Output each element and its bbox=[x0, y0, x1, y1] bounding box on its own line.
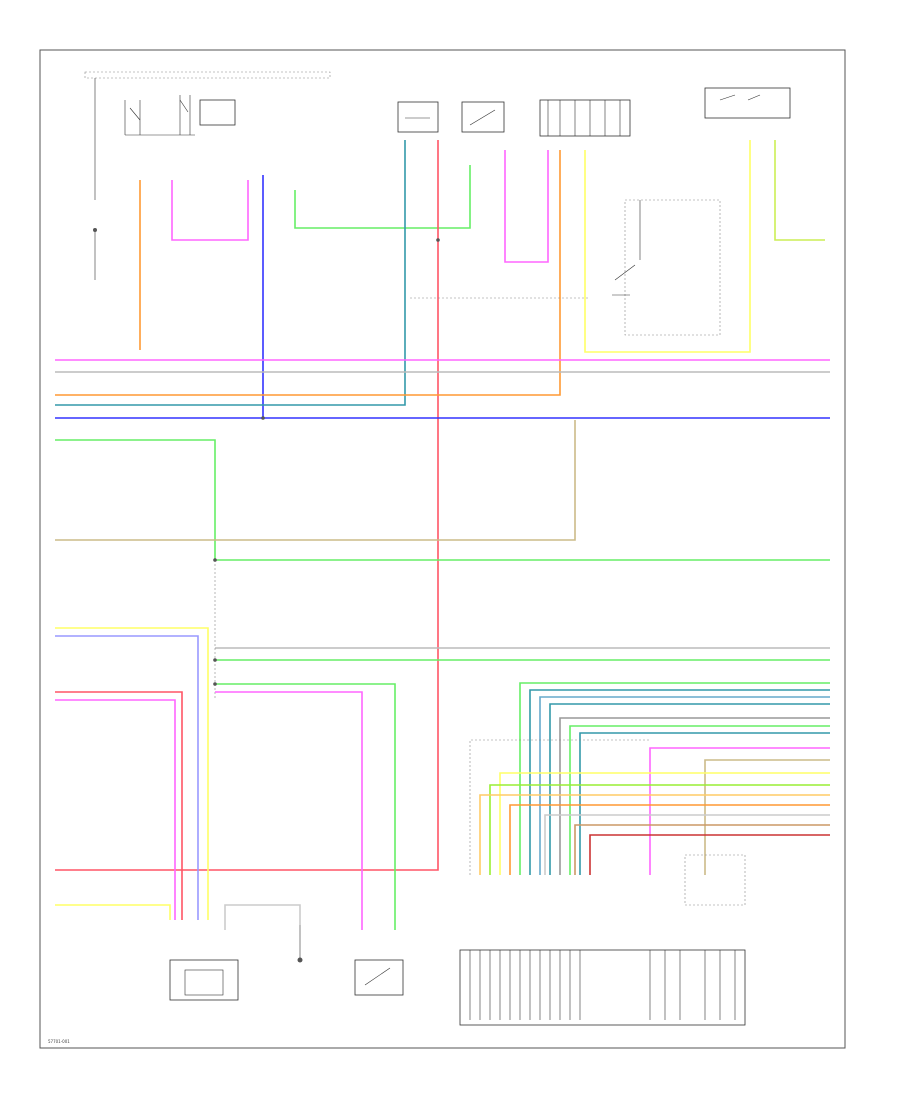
wire-green-right bbox=[215, 683, 396, 930]
wire-orange-bank bbox=[55, 150, 561, 396]
wire-pink-relay bbox=[504, 150, 549, 263]
diagram-frame bbox=[39, 49, 846, 1049]
wire-yellowgreen-right bbox=[774, 140, 825, 241]
wire-yellow-bottom bbox=[55, 904, 171, 920]
sensor-ground bbox=[612, 200, 641, 296]
wire-pink-low bbox=[55, 699, 176, 920]
wire-teal-relay bbox=[55, 140, 406, 406]
bottom-main-connector bbox=[459, 949, 746, 1026]
footer-code: 57701-001 bbox=[48, 1039, 70, 1044]
bottom-left-sensor bbox=[169, 959, 239, 1001]
junction-dots bbox=[213, 238, 440, 686]
wire-yellow-low bbox=[55, 627, 209, 920]
wire-gray-bottom bbox=[224, 904, 301, 930]
brake-switch-contact bbox=[364, 967, 391, 986]
wire-red-low bbox=[55, 691, 183, 920]
wire-red-main bbox=[55, 140, 439, 871]
wire-blue-low bbox=[55, 635, 199, 920]
wire-yellow-bank bbox=[584, 140, 751, 353]
bottom-note-box bbox=[684, 854, 746, 906]
sensor-dashed-box bbox=[624, 199, 721, 336]
right-wire-bundle bbox=[469, 682, 830, 875]
bottom-left-sensor-inner bbox=[184, 969, 224, 996]
bus-green-left bbox=[55, 439, 216, 560]
wire-green-top bbox=[294, 165, 471, 229]
top-relay-boxes bbox=[397, 87, 791, 137]
top-left-switch-assembly bbox=[84, 71, 331, 280]
bottom-brake-switch bbox=[354, 959, 404, 996]
wire-pink-loop bbox=[171, 180, 249, 241]
bus-tan bbox=[55, 420, 576, 541]
ground-symbol bbox=[297, 925, 303, 963]
wire-pink-right bbox=[215, 691, 363, 930]
